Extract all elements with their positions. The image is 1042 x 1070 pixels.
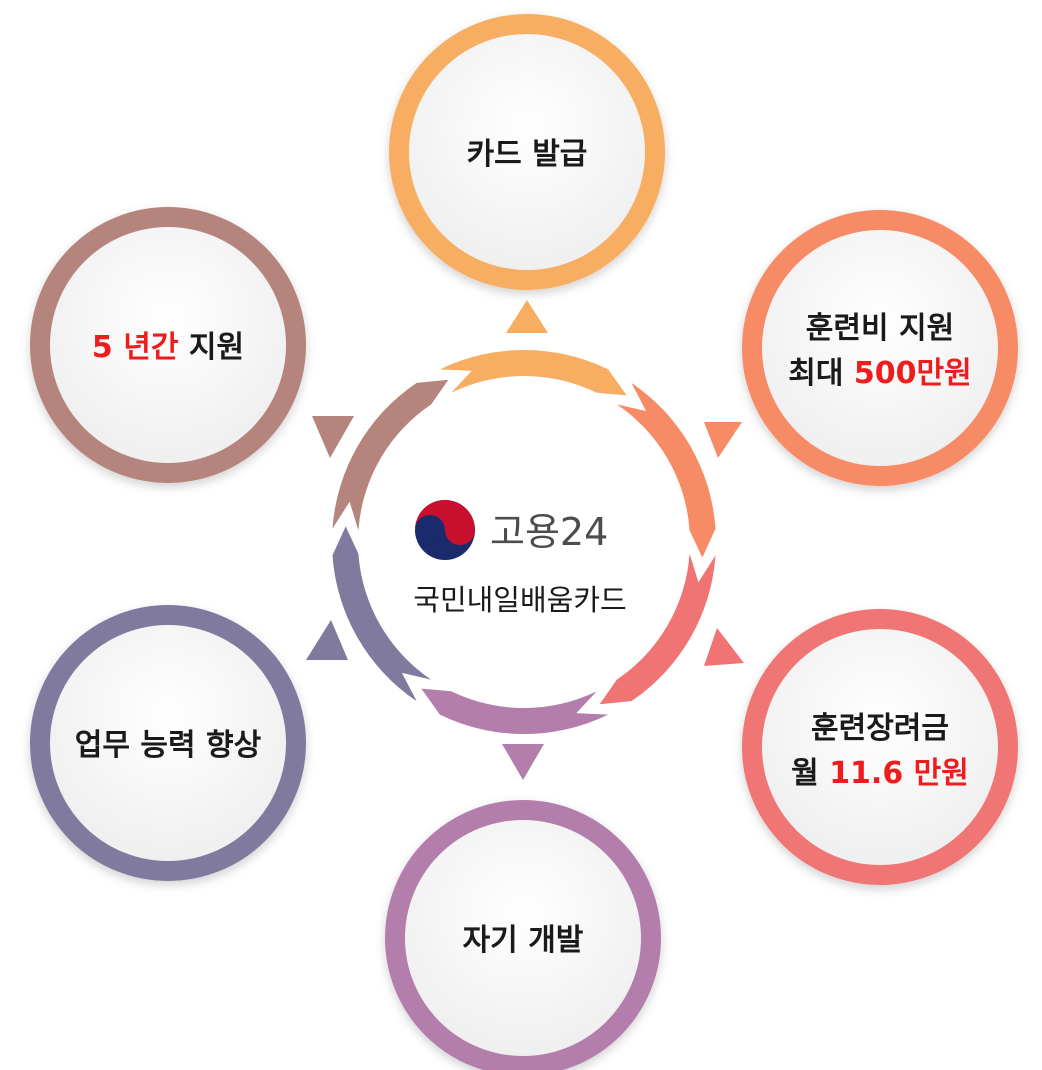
arrow-to-incentive-icon xyxy=(704,628,744,666)
node-card-issue: 카드 발급 xyxy=(389,14,665,290)
node-training-fee-line2: 최대 500만원 xyxy=(788,356,971,391)
arrow-to-five-years-icon xyxy=(312,416,354,458)
ring-segment-self-dev xyxy=(421,688,609,734)
node-incentive: 훈련장려금 월 11.6 만원 xyxy=(742,609,1018,885)
arrow-to-card-issue-icon xyxy=(506,300,548,333)
arrow-to-work-skill-icon xyxy=(306,620,348,660)
node-training-fee: 훈련비 지원 최대 500만원 xyxy=(742,210,1018,486)
node-five-years-label: 5 년간 지원 xyxy=(92,330,244,365)
ring-segment-training-fee xyxy=(616,382,716,558)
ring-segment-card-issue xyxy=(439,350,627,396)
node-self-dev-label: 자기 개발 xyxy=(463,923,584,958)
node-incentive-line1: 훈련장려금 xyxy=(811,711,949,746)
center-cycle-ring xyxy=(332,350,716,734)
five-years-duration: 5 년간 xyxy=(92,330,179,365)
node-work-skill-label: 업무 능력 향상 xyxy=(75,728,262,763)
incentive-amount: 11.6 만원 xyxy=(829,756,969,791)
node-five-years: 5 년간 지원 xyxy=(30,207,306,483)
ring-segment-five-years xyxy=(332,379,449,531)
node-training-fee-line1: 훈련비 지원 xyxy=(806,311,954,346)
ring-segment-incentive xyxy=(599,553,716,705)
node-card-issue-label: 카드 발급 xyxy=(467,137,588,172)
node-work-skill: 업무 능력 향상 xyxy=(30,605,306,881)
center-title: 국민내일배움카드 xyxy=(413,583,626,617)
brand-name: 고용24 xyxy=(490,510,608,554)
arrow-to-training-fee-icon xyxy=(704,422,742,458)
taeguk-logo-icon xyxy=(415,500,475,560)
center-label: 고용24 국민내일배움카드 xyxy=(413,500,627,617)
arrow-to-self-dev-icon xyxy=(502,744,544,780)
training-fee-amount: 500만원 xyxy=(854,356,972,391)
node-self-dev: 자기 개발 xyxy=(385,800,661,1070)
node-incentive-line2: 월 11.6 만원 xyxy=(791,756,969,791)
ring-segment-work-skill xyxy=(332,526,432,702)
